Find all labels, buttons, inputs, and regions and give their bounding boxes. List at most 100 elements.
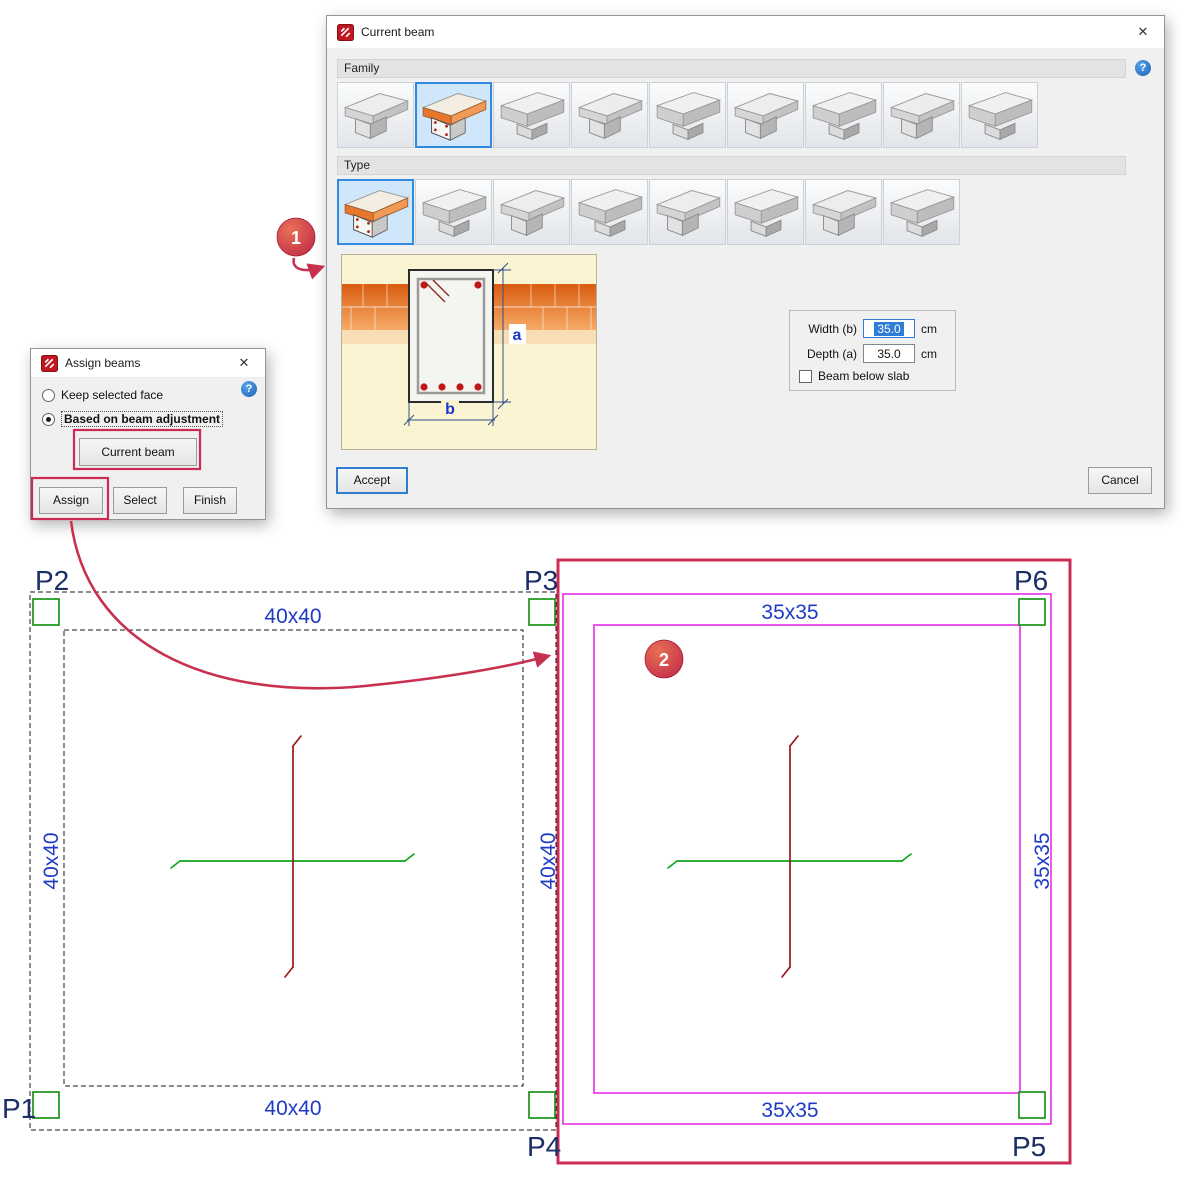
type-section-header: Type — [337, 156, 1126, 175]
family-section-header: Family — [337, 59, 1126, 78]
beam-3d-icon — [734, 93, 798, 139]
cancel-button[interactable]: Cancel — [1088, 467, 1152, 494]
family-thumb-5[interactable] — [649, 82, 726, 148]
column-label-p6: P6 — [1014, 565, 1048, 596]
left-panel-beams — [29, 591, 557, 1131]
axis-cross-right — [667, 735, 912, 978]
column-marker-p5[interactable] — [1018, 1091, 1046, 1119]
type-thumbnails — [337, 179, 960, 245]
family-thumb-3[interactable] — [493, 82, 570, 148]
app-icon — [337, 23, 354, 41]
option-label: Keep selected face — [61, 388, 164, 402]
beam-section-preview: a b — [341, 254, 597, 450]
beam-3d-icon — [578, 189, 642, 237]
beam-label-right-side: 35x35 — [1031, 832, 1054, 889]
current-beam-titlebar[interactable]: Current beam ✕ — [327, 16, 1164, 49]
right-panel-outer-edge — [562, 593, 1052, 1125]
column-marker-p6[interactable] — [1018, 598, 1046, 626]
axis-cross-left — [170, 735, 415, 978]
family-thumb-9[interactable] — [961, 82, 1038, 148]
dim-a-label: a — [513, 327, 522, 344]
type-thumb-7[interactable] — [805, 179, 882, 245]
right-panel-inner-edge — [593, 624, 1021, 1094]
dim-b-label: b — [445, 401, 455, 418]
close-icon[interactable]: ✕ — [238, 355, 250, 370]
column-marker-p2[interactable] — [32, 598, 60, 626]
family-thumb-4[interactable] — [571, 82, 648, 148]
family-thumb-2[interactable] — [415, 82, 492, 148]
option-keep-selected-face[interactable]: Keep selected face — [42, 388, 163, 402]
family-thumb-8[interactable] — [883, 82, 960, 148]
beam-3d-icon — [500, 92, 564, 140]
column-marker-p4[interactable] — [528, 1091, 556, 1119]
select-button[interactable]: Select — [113, 487, 167, 514]
beam-3d-icon — [890, 93, 954, 139]
column-label-p1: P1 — [2, 1093, 36, 1124]
column-marker-p1[interactable] — [32, 1091, 60, 1119]
beam-below-slab-label: Beam below slab — [818, 369, 910, 383]
type-thumb-2[interactable] — [415, 179, 492, 245]
right-panel-beams — [562, 593, 1052, 1125]
finish-button[interactable]: Finish — [183, 487, 237, 514]
beam-label-left-bottom: 40x40 — [264, 1097, 321, 1120]
family-thumb-6[interactable] — [727, 82, 804, 148]
depth-label: Depth (a) — [806, 346, 857, 361]
depth-row: Depth (a) 35.0 cm — [799, 344, 946, 363]
assign-dialog-titlebar[interactable]: Assign beams ✕ — [31, 349, 265, 378]
column-label-p3: P3 — [524, 565, 558, 596]
close-icon[interactable]: ✕ — [1137, 24, 1149, 39]
app-icon — [41, 354, 58, 372]
assign-beams-dialog: Assign beams ✕ ? Keep selected face Base… — [30, 348, 266, 520]
type-thumb-3[interactable] — [493, 179, 570, 245]
type-thumb-8[interactable] — [883, 179, 960, 245]
type-thumb-4[interactable] — [571, 179, 648, 245]
width-row: Width (b) 35.0 cm — [799, 319, 946, 338]
beam-3d-icon — [656, 92, 720, 140]
width-label: Width (b) — [808, 321, 857, 336]
dialog-title: Assign beams — [65, 356, 141, 370]
current-beam-dialog: Current beam ✕ Family ? Type — [326, 15, 1165, 509]
depth-unit: cm — [921, 346, 937, 361]
beam-3d-icon — [968, 92, 1032, 140]
beam-3d-icon — [812, 92, 876, 140]
width-unit: cm — [921, 321, 937, 336]
beam-below-slab-checkbox[interactable] — [799, 369, 812, 383]
option-based-on-beam-adjustment[interactable]: Based on beam adjustment — [42, 411, 224, 427]
help-icon[interactable]: ? — [1135, 60, 1151, 76]
family-thumb-1[interactable] — [337, 82, 414, 148]
size-panel: Width (b) 35.0 cm Depth (a) 35.0 cm Beam… — [789, 310, 956, 391]
family-thumb-7[interactable] — [805, 82, 882, 148]
beam-label-left-side: 40x40 — [40, 832, 63, 889]
left-panel-inner-edge — [63, 629, 524, 1087]
dialog-title: Current beam — [361, 25, 435, 39]
beam-3d-icon — [890, 189, 954, 237]
beam-3d-icon — [500, 190, 564, 236]
width-input[interactable]: 35.0 — [863, 319, 915, 338]
column-label-p4: P4 — [527, 1131, 561, 1162]
beam-3d-icon — [578, 93, 642, 139]
selection-rectangle — [556, 558, 1072, 1165]
beam-label-right-top: 35x35 — [761, 601, 818, 624]
beam-3d-icon — [734, 189, 798, 237]
family-thumbnails — [337, 82, 1038, 148]
beam-3d-icon — [812, 190, 876, 236]
column-marker-p3[interactable] — [528, 598, 556, 626]
beam-3d-icon — [656, 190, 720, 236]
help-icon[interactable]: ? — [241, 381, 257, 397]
beam-3d-icon — [344, 93, 408, 139]
beam-3d-icon — [422, 189, 486, 237]
beam-label-middle-side: 40x40 — [537, 832, 560, 889]
radio-icon[interactable] — [42, 388, 55, 402]
type-thumb-6[interactable] — [727, 179, 804, 245]
type-thumb-5[interactable] — [649, 179, 726, 245]
depth-input[interactable]: 35.0 — [863, 344, 915, 363]
accept-button[interactable]: Accept — [336, 467, 408, 494]
option-label: Based on beam adjustment — [61, 411, 224, 427]
beam-label-right-bottom: 35x35 — [761, 1099, 818, 1122]
radio-icon[interactable] — [42, 412, 55, 426]
column-label-p2: P2 — [35, 565, 69, 596]
column-label-p5: P5 — [1012, 1131, 1046, 1162]
assign-button[interactable]: Assign — [39, 487, 103, 514]
current-beam-button[interactable]: Current beam — [79, 438, 197, 466]
type-thumb-1[interactable] — [337, 179, 414, 245]
